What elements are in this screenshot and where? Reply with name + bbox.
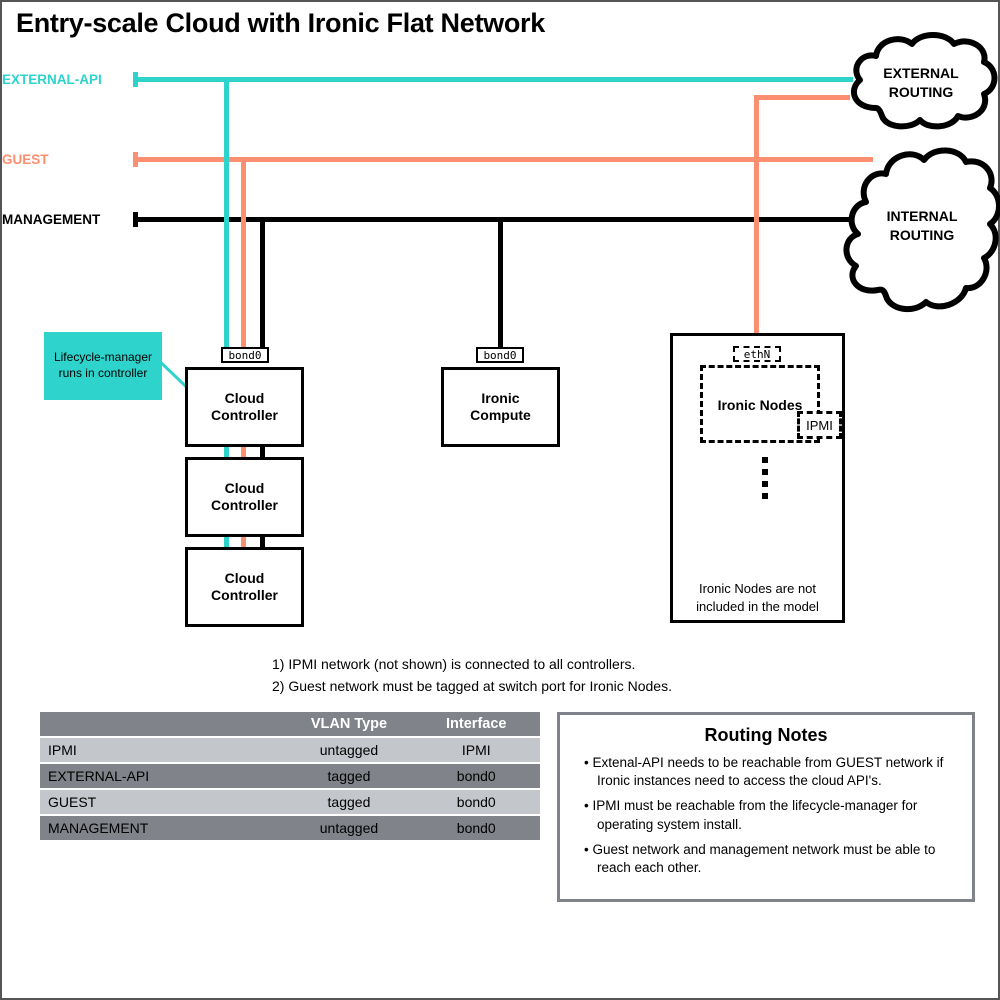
cell-vlan-type: untagged [285,738,413,762]
node-cloud-controller-2[interactable]: Cloud Controller [185,457,304,537]
seg-ext-c2-c3 [224,537,229,547]
bus-guest [133,157,873,162]
th-vlan-type: VLAN Type [285,712,413,736]
net-label-management: MANAGEMENT [2,212,101,227]
net-label-guest: GUEST [2,152,49,167]
cell-network: MANAGEMENT [40,816,286,840]
cell-network: IPMI [40,738,286,762]
ironic-nodes-caption: Ironic Nodes are not included in the mod… [696,581,819,615]
cell-vlan-type: tagged [285,764,413,788]
table-row: EXTERNAL-API tagged bond0 [40,764,540,788]
th-network [40,712,286,736]
callout-lifecycle-manager: Lifecycle-manager runs in controller [44,332,162,400]
cell-interface: IPMI [412,738,540,762]
node-cloud-controller-1[interactable]: Cloud Controller [185,367,304,447]
table-row: GUEST tagged bond0 [40,790,540,814]
node-ironic-compute[interactable]: Ironic Compute [441,367,560,447]
routing-note-item: Extenal-API needs to be reachable from G… [584,754,958,790]
ironic-nodes-repeat-dots [762,457,774,502]
iface-label-controller-bond0: bond0 [221,347,269,363]
seg-mgt-c1-c2 [260,447,265,457]
bus-external-api [133,77,853,82]
iface-label-ironic-ethn: ethN [733,346,781,362]
routing-notes-title: Routing Notes [704,725,828,745]
diagram-footnotes: 1) IPMI network (not shown) is connected… [272,654,672,697]
table-header-row: VLAN Type Interface [40,712,540,736]
footnote-1: 1) IPMI network (not shown) is connected… [272,656,636,672]
routing-note-item: Guest network and management network mus… [584,841,958,877]
footnote-2: 2) Guest network must be tagged at switc… [272,677,672,694]
node-cloud-controller-3[interactable]: Cloud Controller [185,547,304,627]
table-row: IPMI untagged IPMI [40,738,540,762]
drop-guest-controllers [241,157,246,355]
cell-network: EXTERNAL-API [40,764,286,788]
link-external-routing-guest [754,95,850,100]
net-label-external-api: EXTERNAL-API [2,72,102,87]
bus-cap-guest [133,152,138,167]
bus-cap-external-api [133,72,138,87]
vlan-table: VLAN Type Interface IPMI untagged IPMI E… [40,712,540,840]
cloud-internal-routing [843,147,1000,313]
seg-mgt-c2-c3 [260,537,265,547]
cloud-external-routing-label: EXTERNAL ROUTING [883,65,959,100]
th-interface: Interface [412,712,540,736]
drop-management-controllers [260,217,265,355]
bus-management [133,217,873,222]
seg-ext-c1-c2 [224,447,229,457]
cloud-internal-routing-label: INTERNAL ROUTING [886,208,958,243]
cell-interface: bond0 [412,790,540,814]
table-row: MANAGEMENT untagged bond0 [40,816,540,840]
ironic-nodes-label: Ironic Nodes [717,397,803,413]
drop-guest-ironic-nodes [754,95,759,363]
cell-interface: bond0 [412,816,540,840]
cell-vlan-type: tagged [285,790,413,814]
drop-external-api-controllers [224,77,229,355]
ironic-nodes-group [700,365,820,443]
page-title: Entry-scale Cloud with Ironic Flat Netwo… [16,8,545,38]
iface-label-compute-bond0: bond0 [476,347,524,363]
cell-vlan-type: untagged [285,816,413,840]
drop-management-compute [498,217,503,355]
cell-network: GUEST [40,790,286,814]
cloud-external-routing [850,32,998,130]
seg-gst-c2-c3 [241,537,246,547]
routing-notes-panel: Routing Notes Extenal-API needs to be re… [557,712,975,902]
seg-gst-c1-c2 [241,447,246,457]
bus-cap-management [133,212,138,227]
cell-interface: bond0 [412,764,540,788]
ironic-ipmi-box: IPMI [797,411,842,439]
routing-note-item: IPMI must be reachable from the lifecycl… [584,797,958,833]
